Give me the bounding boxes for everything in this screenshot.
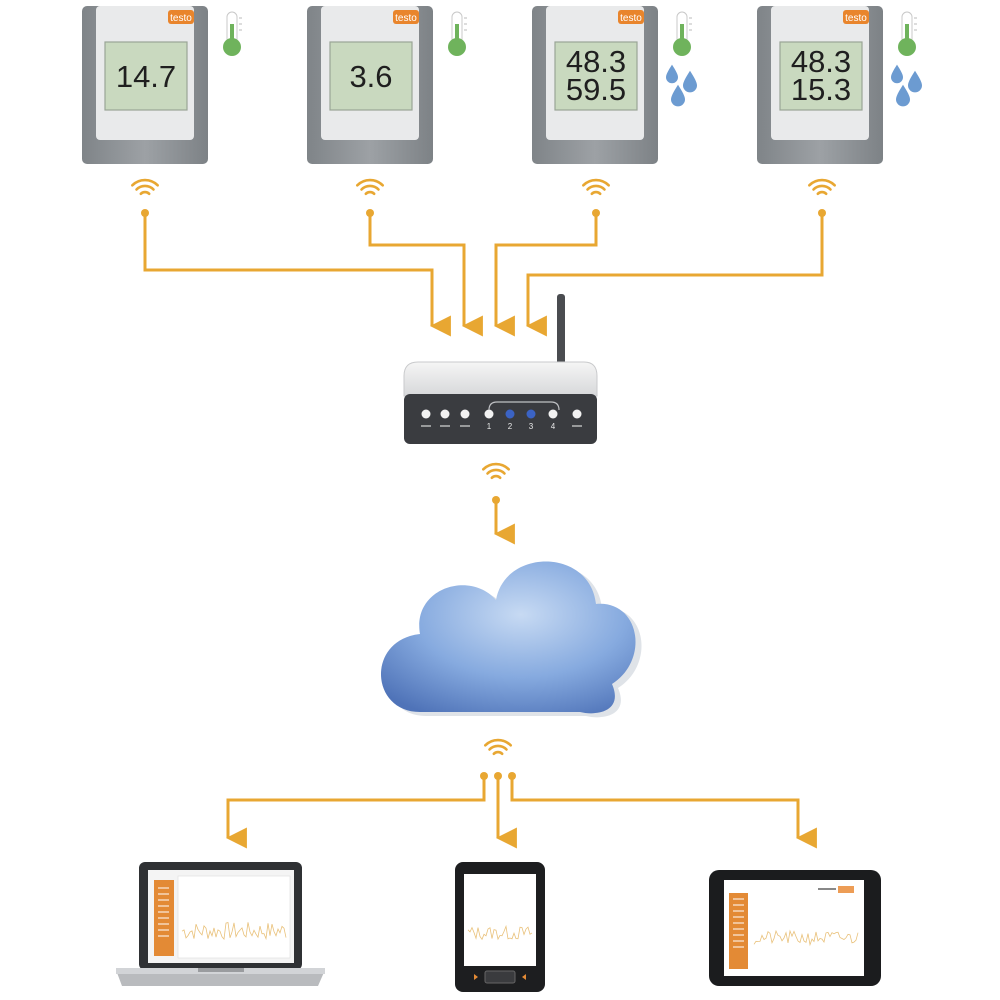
router-front-panel bbox=[404, 394, 597, 444]
router-led bbox=[460, 409, 470, 419]
wifi-signals bbox=[131, 178, 836, 756]
router-port-label: 3 bbox=[529, 422, 534, 431]
logger-reading: 48.3 bbox=[566, 44, 626, 79]
thermometer-icon bbox=[223, 11, 242, 56]
thermometer-icon bbox=[673, 11, 692, 56]
logger-reading: 48.3 bbox=[791, 44, 851, 79]
connector-cloud-tablet bbox=[510, 776, 817, 849]
connector-logger-4 bbox=[525, 213, 824, 337]
data-logger-3: testo 48.359.5 bbox=[532, 6, 698, 164]
cloud-icon bbox=[380, 561, 642, 718]
data-logger-4: testo 48.315.3 bbox=[757, 6, 922, 164]
router-led bbox=[526, 409, 536, 419]
water-drops-icon bbox=[666, 64, 698, 107]
logger-reading: 14.7 bbox=[116, 59, 176, 94]
wifi-signal-icon bbox=[484, 738, 512, 756]
smartphone-icon bbox=[455, 862, 545, 992]
connector-logger-3 bbox=[493, 213, 598, 337]
data-logger-2: testo 3.6 bbox=[307, 6, 467, 164]
logger-lcd-display bbox=[554, 41, 638, 111]
laptop-icon bbox=[116, 862, 325, 986]
logger-reading: 59.5 bbox=[566, 72, 626, 107]
router-led bbox=[505, 409, 515, 419]
router-led bbox=[440, 409, 450, 419]
water-drops-icon bbox=[891, 64, 922, 107]
data-loggers: testo14.7testo3.6testo48.359.5testo48.31… bbox=[82, 6, 922, 164]
connector-lines bbox=[143, 213, 824, 849]
tablet-icon bbox=[709, 870, 881, 986]
logger-brand-label: testo bbox=[170, 13, 192, 24]
wifi-signal-icon bbox=[582, 178, 610, 196]
router-led bbox=[421, 409, 431, 419]
connector-cloud-laptop bbox=[225, 776, 486, 849]
connector-logger-2 bbox=[368, 213, 483, 337]
logger-lcd-display bbox=[779, 41, 863, 111]
logger-reading: 3.6 bbox=[349, 59, 392, 94]
wifi-signal-icon bbox=[356, 178, 384, 196]
connector-nodes bbox=[141, 209, 826, 780]
wifi-signal-icon bbox=[482, 462, 510, 480]
data-logger-1: testo 14.7 bbox=[82, 6, 242, 164]
wifi-signal-icon bbox=[808, 178, 836, 196]
wifi-signal-icon bbox=[131, 178, 159, 196]
router-top-shell bbox=[403, 361, 598, 397]
router-led bbox=[548, 409, 558, 419]
logger-reading: 15.3 bbox=[791, 72, 851, 107]
router-status-leds: 1 2 3 4 bbox=[421, 409, 582, 431]
router-antenna bbox=[557, 294, 565, 366]
router-port-label: 1 bbox=[487, 422, 492, 431]
tablet-chart-line bbox=[753, 929, 859, 947]
connector-logger-1 bbox=[143, 213, 451, 337]
router-port-label: 4 bbox=[551, 422, 556, 431]
logger-brand-label: testo bbox=[845, 13, 867, 24]
logger-brand-label: testo bbox=[395, 13, 417, 24]
router: 1 2 3 4 bbox=[403, 294, 598, 444]
thermometer-icon bbox=[898, 11, 917, 56]
laptop-chart-line bbox=[181, 921, 287, 941]
router-port-label: 2 bbox=[508, 422, 513, 431]
router-led bbox=[484, 409, 494, 419]
phone-chart-line bbox=[467, 924, 533, 941]
thermometer-icon bbox=[448, 11, 467, 56]
logger-brand-label: testo bbox=[620, 13, 642, 24]
logger-lcd-display bbox=[104, 41, 188, 111]
router-led bbox=[572, 409, 582, 419]
router-port-bracket bbox=[488, 401, 560, 411]
logger-lcd-display bbox=[329, 41, 413, 111]
